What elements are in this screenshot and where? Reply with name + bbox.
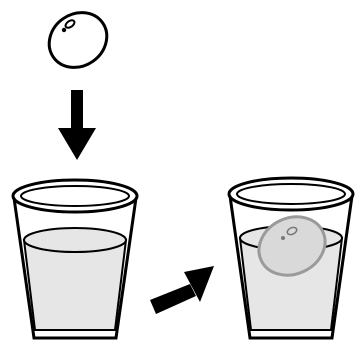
diagonal-arrow-icon (150, 266, 214, 314)
glass-icon-left (13, 180, 137, 338)
egg-icon (39, 1, 118, 78)
down-arrow-icon (58, 90, 96, 160)
